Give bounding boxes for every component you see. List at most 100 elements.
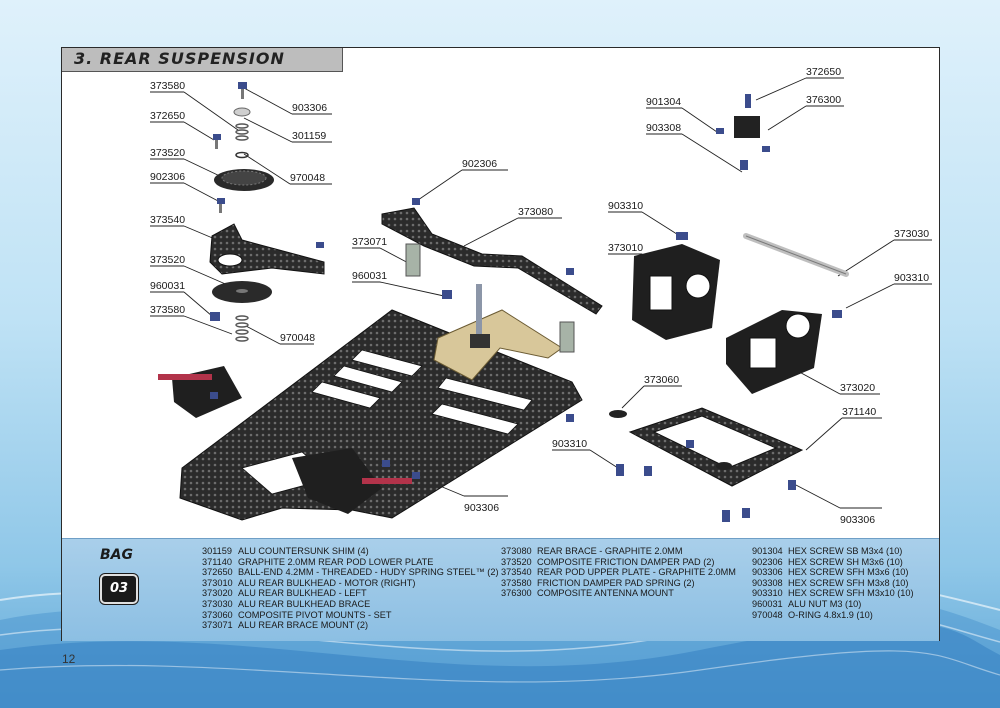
callout-label: 371140 [842, 406, 877, 418]
callout-label: 301159 [292, 130, 327, 142]
part-description: ALU NUT M3 (10) [788, 598, 862, 609]
parts-legend: BAG 03 301159 ALU COUNTERSUNK SHIM (4) 37… [62, 538, 939, 641]
part-row: 902306 HEX SCREW SH M3x6 (10) [752, 557, 914, 568]
part-code: 373540 [501, 567, 532, 578]
callout-label: 903308 [646, 122, 682, 134]
part-row: 373520 COMPOSITE FRICTION DAMPER PAD (2) [501, 557, 736, 568]
part-description: COMPOSITE ANTENNA MOUNT [537, 588, 674, 599]
callout-label: 372650 [806, 66, 842, 78]
callout-label: 373520 [150, 147, 186, 159]
part-row: 373580 FRICTION DAMPER PAD SPRING (2) [501, 578, 736, 589]
part-row: 373540 REAR POD UPPER PLATE - GRAPHITE 2.… [501, 567, 736, 578]
part-code: 960031 [752, 598, 783, 609]
callout-label: 903310 [552, 438, 588, 450]
part-code: 301159 [202, 546, 232, 556]
page-number: 12 [62, 652, 76, 666]
part-description: REAR BRACE - GRAPHITE 2.0MM [537, 546, 683, 556]
callout-label: 373580 [150, 304, 186, 316]
part-description: O-RING 4.8x1.9 (10) [788, 609, 873, 620]
part-code: 373520 [501, 556, 532, 567]
part-code: 373080 [501, 546, 532, 556]
section-title: 3. REAR SUSPENSION [74, 49, 285, 68]
part-code: 372650 [202, 567, 233, 578]
callout-label: 372650 [150, 110, 186, 122]
part-code: 373030 [202, 598, 233, 609]
callout-label: 960031 [150, 280, 186, 292]
callout-label: 901304 [646, 96, 682, 108]
page-frame: 3. REAR SUSPENSION [61, 47, 940, 641]
part-row: 301159 ALU COUNTERSUNK SHIM (4) [202, 546, 499, 557]
part-row: 903306 HEX SCREW SFH M3x6 (10) [752, 567, 914, 578]
part-row: 970048 O-RING 4.8x1.9 (10) [752, 610, 914, 621]
callout-label: 373020 [840, 382, 876, 394]
part-description: HEX SCREW SB M3x4 (10) [788, 546, 903, 556]
callout-label: 903306 [292, 102, 328, 114]
part-row: 376300 COMPOSITE ANTENNA MOUNT [501, 588, 736, 599]
part-row: 373020 ALU REAR BULKHEAD - LEFT [202, 588, 499, 599]
part-code: 903310 [752, 588, 783, 599]
part-row: 373060 COMPOSITE PIVOT MOUNTS - SET [202, 610, 499, 621]
part-description: ALU REAR BULKHEAD BRACE [238, 598, 371, 609]
part-row: 903308 HEX SCREW SFH M3x8 (10) [752, 578, 914, 589]
part-description: HEX SCREW SFH M3x10 (10) [788, 588, 914, 599]
callout-label: 373071 [352, 236, 388, 248]
part-code: 373020 [202, 588, 233, 599]
callout-label: 902306 [462, 158, 498, 170]
part-row: 373010 ALU REAR BULKHEAD - MOTOR (RIGHT) [202, 578, 499, 589]
part-code: 901304 [752, 546, 783, 556]
part-description: FRICTION DAMPER PAD SPRING (2) [537, 577, 695, 588]
part-code: 970048 [752, 609, 783, 620]
part-row: 372650 BALL-END 4.2MM - THREADED - HUDY S… [202, 567, 499, 578]
callout-label: 373060 [644, 374, 680, 386]
part-row: 373071 ALU REAR BRACE MOUNT (2) [202, 620, 499, 631]
parts-list-column-2: 373080 REAR BRACE - GRAPHITE 2.0MM 373520… [501, 546, 736, 599]
part-description: HEX SCREW SFH M3x6 (10) [788, 567, 909, 578]
parts-list-column-1: 301159 ALU COUNTERSUNK SHIM (4) 371140 GRA… [202, 546, 499, 631]
part-code: 371140 [202, 556, 232, 567]
part-code: 373060 [202, 609, 233, 620]
part-code: 376300 [501, 588, 532, 599]
part-row: 373080 REAR BRACE - GRAPHITE 2.0MM [501, 546, 736, 557]
part-row: 903310 HEX SCREW SFH M3x10 (10) [752, 588, 914, 599]
callout-label: 902306 [150, 171, 186, 183]
bag-label: BAG [100, 547, 133, 563]
callout-label: 373540 [150, 214, 186, 226]
part-row: 373030 ALU REAR BULKHEAD BRACE [202, 599, 499, 610]
callout-label: 903306 [840, 514, 876, 526]
exploded-view-diagram [150, 77, 932, 522]
part-row: 960031 ALU NUT M3 (10) [752, 599, 914, 610]
part-code: 373580 [501, 577, 532, 588]
callout-label: 373010 [608, 242, 644, 254]
part-description: ALU REAR BULKHEAD - MOTOR (RIGHT) [238, 577, 416, 588]
part-row: 371140 GRAPHITE 2.0MM REAR POD LOWER PLAT… [202, 557, 499, 568]
callout-label: 970048 [280, 332, 316, 344]
callout-label: 903306 [464, 502, 500, 514]
part-row: 901304 HEX SCREW SB M3x4 (10) [752, 546, 914, 557]
part-description: ALU REAR BULKHEAD - LEFT [238, 588, 367, 599]
part-code: 902306 [752, 556, 783, 567]
part-code: 373071 [202, 620, 233, 631]
part-description: COMPOSITE FRICTION DAMPER PAD (2) [537, 556, 715, 567]
callout-label: 960031 [352, 270, 388, 282]
part-code: 903306 [752, 567, 783, 578]
part-description: GRAPHITE 2.0MM REAR POD LOWER PLATE [238, 556, 434, 567]
part-description: ALU COUNTERSUNK SHIM (4) [238, 546, 369, 556]
part-code: 903308 [752, 577, 783, 588]
callout-label: 373520 [150, 254, 186, 266]
callout-label: 373030 [894, 228, 930, 240]
part-description: COMPOSITE PIVOT MOUNTS - SET [238, 609, 392, 620]
callout-label: 376300 [806, 94, 842, 106]
part-description: HEX SCREW SH M3x6 (10) [788, 556, 903, 567]
callout-label: 373580 [150, 80, 186, 92]
part-description: BALL-END 4.2MM - THREADED - HUDY SPRING … [238, 567, 499, 578]
bag-number-badge: 03 [100, 574, 138, 604]
callout-label: 373080 [518, 206, 554, 218]
part-description: REAR POD UPPER PLATE - GRAPHITE 2.0MM [537, 567, 736, 578]
callout-label: 903310 [894, 272, 930, 284]
part-description: ALU REAR BRACE MOUNT (2) [238, 620, 369, 631]
callout-label: 903310 [608, 200, 644, 212]
callout-label: 970048 [290, 172, 326, 184]
part-description: HEX SCREW SFH M3x8 (10) [788, 577, 909, 588]
part-code: 373010 [202, 577, 233, 588]
